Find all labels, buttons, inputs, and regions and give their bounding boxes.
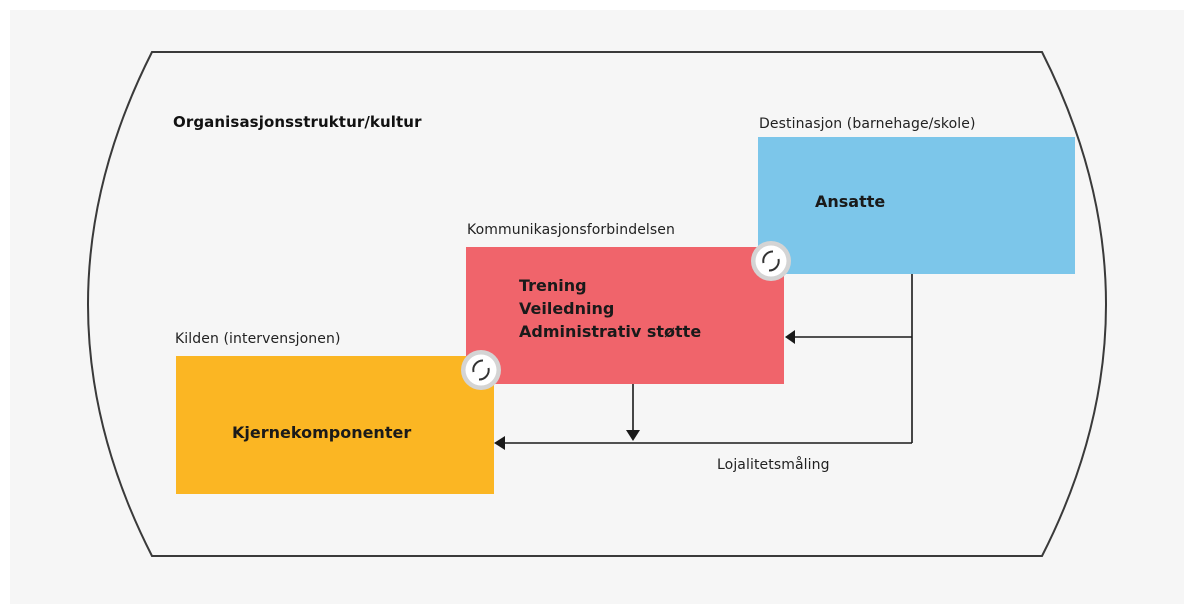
- communication-lines: Trening Veiledning Administrativ støtte: [519, 274, 701, 343]
- destination-caption: Destinasjon (barnehage/skole): [759, 116, 976, 132]
- destination-box: Ansatte: [758, 137, 1075, 274]
- diagram-canvas: Organisasjonsstruktur/kultur Destinasjon…: [10, 10, 1184, 604]
- arrow-communication-down: [626, 430, 640, 441]
- communication-box: Trening Veiledning Administrativ støtte: [466, 247, 784, 384]
- outer-frame: [87, 51, 1107, 557]
- source-label: Kjernekomponenter: [232, 423, 412, 442]
- frame-title: Organisasjonsstruktur/kultur: [173, 113, 422, 131]
- diagram-lines: [87, 51, 1107, 557]
- cycle-icon: [461, 350, 501, 390]
- arrow-to-communication: [785, 330, 795, 344]
- arrow-to-source: [494, 436, 505, 450]
- source-caption: Kilden (intervensjonen): [175, 331, 341, 347]
- communication-line-3: Administrativ støtte: [519, 322, 702, 341]
- communication-caption: Kommunikasjonsforbindelsen: [467, 222, 675, 238]
- cycle-icon: [751, 241, 791, 281]
- destination-label: Ansatte: [815, 192, 886, 211]
- source-box: Kjernekomponenter: [176, 356, 494, 494]
- communication-line-1: Trening: [519, 276, 587, 295]
- communication-line-2: Veiledning: [519, 299, 615, 318]
- feedback-label: Lojalitetsmåling: [717, 457, 830, 473]
